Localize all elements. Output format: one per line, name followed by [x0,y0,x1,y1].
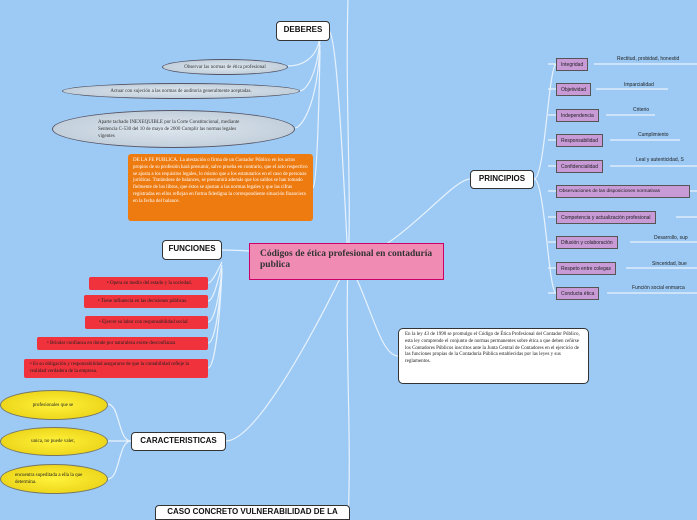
principio-objetividad[interactable]: Objetividad [556,83,592,96]
funcion-item[interactable]: • Es su obligación y responsabilidad ase… [24,359,208,378]
principio-competencia[interactable]: Competencia y actualización profesional [556,211,656,224]
caracteristica-item[interactable]: unica, no puede valer, [0,427,108,456]
funcion-item[interactable]: • Tiene influencia en las decisiones púb… [84,295,208,308]
caso-concreto-topic[interactable]: CASO CONCRETO VULNERABILIDAD DE LA [155,505,350,520]
deberes-topic[interactable]: DEBERES [276,21,330,41]
principio-detail[interactable]: Rectitud, probidad, honestid [617,56,680,62]
principio-integridad[interactable]: Integridad [556,58,589,71]
principio-confidencialidad[interactable]: Confidencialidad [556,160,603,173]
principios-topic[interactable]: PRINCIPIOS [470,170,534,189]
caracteristica-item[interactable]: profesionales que se [0,390,108,420]
principio-observaciones[interactable]: Observaciones de las disposiciones norma… [556,185,690,198]
principio-respeto[interactable]: Respeto entre colegas [556,262,617,275]
principio-detail[interactable]: Cumplimiento [638,132,669,138]
principio-responsabilidad[interactable]: Responsabilidad [556,134,603,147]
deberes-item[interactable]: Observar las normas de ética profesional [162,59,288,75]
principio-detail[interactable]: Leal y autenticidad, S [636,157,684,163]
principio-detail[interactable]: Sinceridad, bue [652,261,687,267]
fe-publica-note[interactable]: DE LA FE PUBLICA. La atestación o firma … [128,154,313,221]
principio-difusion[interactable]: Difusión y colaboración [556,236,618,249]
deberes-item[interactable]: Aparte tachado INEXEQUIBLE por la Corte … [52,110,295,148]
principio-detail[interactable]: Función social enmarca [632,285,685,291]
ley-43-note[interactable]: En la ley 43 de 1990 se promulgo el Códi… [398,328,589,384]
funciones-topic[interactable]: FUNCIONES [162,240,222,260]
funcion-item[interactable]: • Opera en medio del estado y la socieda… [89,277,208,290]
principio-detail[interactable]: Criterio [633,107,650,113]
deberes-item[interactable]: Actuar con sujeción a las normas de audi… [62,83,300,99]
funcion-item[interactable]: • Brindar confianza en donde por natural… [37,337,208,350]
principio-detail[interactable]: Imparcialidad [624,82,654,88]
funcion-text: Es su obligación y responsabilidad asegu… [30,362,189,374]
principio-independencia[interactable]: Independencia [556,109,599,122]
funcion-text: Tiene influencia en las decisiones públi… [100,299,188,304]
principio-detail[interactable]: Desarrollo, sup [654,235,688,241]
principio-conducta[interactable]: Conducta ética [556,287,600,300]
funcion-item[interactable]: • Ejercer su labor con responsabilidad s… [85,316,208,329]
caracteristicas-topic[interactable]: CARACTERISTICAS [131,432,226,451]
central-topic[interactable]: Códigos de ética profesional en contadur… [249,243,444,280]
caracteristica-item[interactable]: encuentra supeditada a ella la que deter… [0,464,108,494]
funcion-text: Opera en medio del estado y la sociedad. [110,281,192,286]
funcion-text: Brindar confianza en donde por naturalez… [50,341,176,346]
funcion-text: Ejercer su labor con responsabilidad soc… [102,320,188,325]
